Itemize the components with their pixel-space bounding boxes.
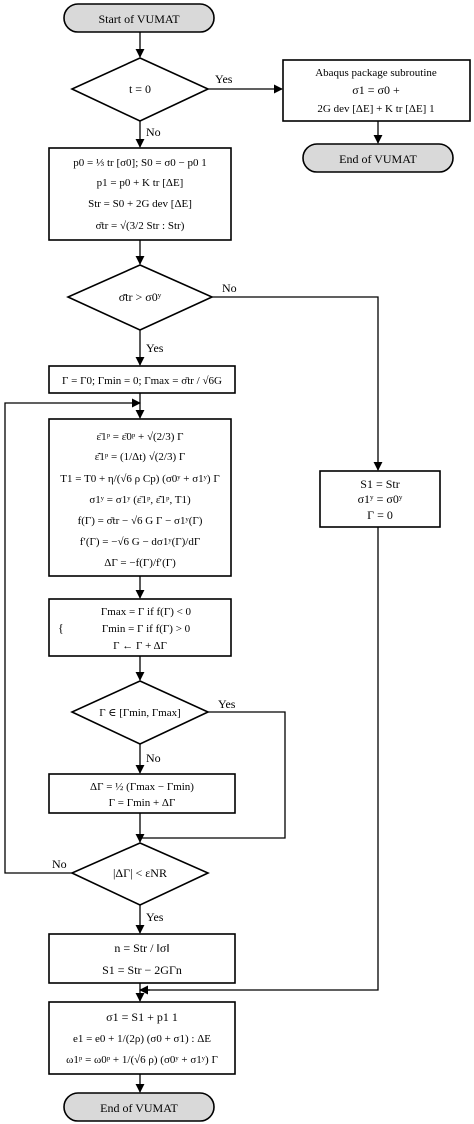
- final-line-1: σ1 = S1 + p1 1: [106, 1010, 178, 1024]
- newton-line-1: ε̄1ᵖ = ε̄0ᵖ + √(2/3) Γ: [96, 431, 183, 443]
- terminal-end-bottom: End of VUMAT: [63, 1092, 215, 1122]
- decision-t-zero: t = 0: [70, 57, 210, 122]
- connectors: [4, 32, 383, 1093]
- box-bisection: ΔΓ = ½ (Γmax − Γmin) Γ = Γmin + ΔΓ: [48, 773, 236, 814]
- terminal-end-right: End of VUMAT: [302, 143, 454, 173]
- arrow-d3-yes: [140, 711, 286, 839]
- final-line-2: e1 = e0 + 1/(2ρ) (σ0 + σ1) : ΔE: [73, 1033, 211, 1045]
- decision-yield-check-label: σ̄tr > σ0ʸ: [119, 290, 162, 304]
- bracket-line-2: Γmin = Γ if f(Γ) > 0: [102, 623, 191, 635]
- label-yes-d2: Yes: [146, 341, 164, 355]
- decision-yield-check: σ̄tr > σ0ʸ: [66, 264, 214, 331]
- arrow-elastic-to-merge: [140, 527, 379, 991]
- abaqus-line-2: σ1 = σ0 +: [352, 83, 400, 97]
- box-trial-state: p0 = ⅓ tr [σ0]; S0 = σ0 − p0 1 p1 = p0 +…: [48, 147, 232, 241]
- newton-line-7: ΔΓ = −f(Γ)/f′(Γ): [104, 557, 176, 569]
- box-gamma-init: Γ = Γ0; Γmin = 0; Γmax = σ̄tr / √6G: [48, 365, 236, 394]
- label-no-d1: No: [146, 125, 161, 139]
- trial-line-3: Str = S0 + 2G dev [ΔE]: [88, 198, 192, 210]
- newton-line-2: ε̄̇1ᵖ = (1/Δt) √(2/3) Γ: [95, 451, 186, 463]
- normal-line-1: n = Str / ‖σ‖: [114, 941, 169, 955]
- trial-line-2: p1 = p0 + K tr [ΔE]: [97, 177, 184, 189]
- elastic-line-2: σ1ʸ = σ0ʸ: [358, 492, 403, 506]
- box-bracket-update: { Γmax = Γ if f(Γ) < 0 Γmin = Γ if f(Γ) …: [48, 598, 232, 657]
- terminal-start-label: Start of VUMAT: [98, 12, 180, 26]
- arrow-d4-no: [4, 402, 140, 874]
- terminal-end-right-label: End of VUMAT: [339, 152, 417, 166]
- newton-line-6: f′(Γ) = −√6 G − dσ1ʸ(Γ)/dΓ: [80, 536, 200, 548]
- terminal-start: Start of VUMAT: [63, 3, 215, 33]
- label-no-d3: No: [146, 751, 161, 765]
- abaqus-line-3: 2G dev [ΔE] + K tr [ΔE] 1: [317, 103, 434, 115]
- bisect-line-2: Γ = Γmin + ΔΓ: [109, 797, 176, 809]
- normal-line-2: S1 = Str − 2GΓn: [102, 963, 182, 977]
- abaqus-line-1: Abaqus package subroutine: [315, 67, 437, 79]
- trial-line-4: σ̄tr = √(3/2 Str : Str): [96, 220, 185, 232]
- trial-line-1: p0 = ⅓ tr [σ0]; S0 = σ0 − p0 1: [73, 157, 206, 169]
- box-normal-update: n = Str / ‖σ‖ S1 = Str − 2GΓn: [48, 933, 236, 984]
- decision-t-zero-label: t = 0: [129, 82, 151, 96]
- box-abaqus-subroutine: Abaqus package subroutine σ1 = σ0 + 2G d…: [282, 59, 471, 122]
- elastic-line-3: Γ = 0: [367, 508, 393, 522]
- final-line-3: ω1ᵖ = ω0ᵖ + 1/(√6 ρ) (σ0ʸ + σ1ʸ) Γ: [66, 1054, 218, 1066]
- decision-gamma-bracket: Γ ∈ [Γmin, Γmax]: [70, 680, 210, 745]
- bracket-line-1: Γmax = Γ if f(Γ) < 0: [101, 606, 192, 618]
- newton-line-5: f(Γ) = σ̄tr − √6 G Γ − σ1ʸ(Γ): [78, 515, 203, 527]
- decision-gamma-bracket-label: Γ ∈ [Γmin, Γmax]: [99, 707, 181, 719]
- elastic-line-1: S1 = Str: [360, 477, 399, 491]
- brace-glyph: {: [58, 621, 64, 635]
- label-no-d2: No: [222, 281, 237, 295]
- bisect-line-1: ΔΓ = ½ (Γmax − Γmin): [90, 781, 194, 793]
- box-elastic-update: S1 = Str σ1ʸ = σ0ʸ Γ = 0: [319, 470, 441, 528]
- box-final-update: σ1 = S1 + p1 1 e1 = e0 + 1/(2ρ) (σ0 + σ1…: [48, 1001, 236, 1075]
- decision-convergence: |ΔΓ| < εNR: [70, 842, 210, 906]
- label-no-d4: No: [52, 857, 67, 871]
- label-yes-d1: Yes: [215, 72, 233, 86]
- terminal-end-bottom-label: End of VUMAT: [100, 1101, 178, 1115]
- newton-line-3: T1 = T0 + η/(√6 ρ Cp) (σ0ʸ + σ1ʸ) Γ: [60, 473, 219, 485]
- decision-convergence-label: |ΔΓ| < εNR: [113, 866, 167, 880]
- newton-line-4: σ1ʸ = σ1ʸ (ε̄1ᵖ, ε̄̇1ᵖ, T1): [89, 494, 191, 506]
- box-newton-step: ε̄1ᵖ = ε̄0ᵖ + √(2/3) Γ ε̄̇1ᵖ = (1/Δt) √(…: [48, 418, 232, 577]
- label-yes-d3: Yes: [218, 697, 236, 711]
- gamma-init-line-1: Γ = Γ0; Γmin = 0; Γmax = σ̄tr / √6G: [62, 375, 222, 387]
- bracket-line-3: Γ ← Γ + ΔΓ: [113, 640, 167, 652]
- label-yes-d4: Yes: [146, 910, 164, 924]
- arrow-d2-no: [212, 296, 383, 471]
